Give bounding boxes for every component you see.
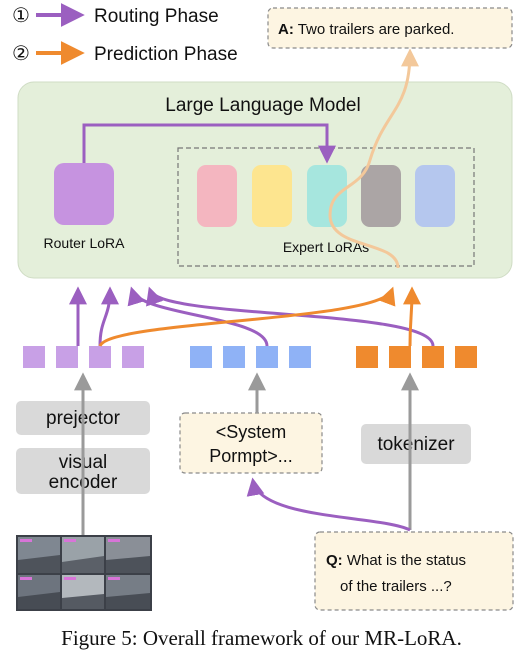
question-line2: of the trailers ...? bbox=[340, 578, 452, 595]
prediction-output-path bbox=[328, 48, 419, 269]
text-token bbox=[356, 346, 378, 368]
system-prompt-box: <System Pormpt>... bbox=[179, 412, 323, 474]
visual-token bbox=[23, 346, 45, 368]
text-tokens bbox=[356, 346, 477, 368]
text-token bbox=[455, 346, 477, 368]
answer-box: A: Two trailers are parked. bbox=[267, 7, 513, 49]
expert-blocks bbox=[197, 165, 455, 227]
visual-token bbox=[56, 346, 78, 368]
system-prompt-line2: Pormpt>... bbox=[209, 446, 293, 466]
system-token bbox=[289, 346, 311, 368]
tokenizer-box: tokenizer bbox=[361, 424, 471, 464]
svg-text:A: Two trailers are parked.: A: Two trailers are parked. bbox=[278, 21, 454, 38]
svg-text:Q: What is the status: Q: What is the status bbox=[326, 552, 466, 569]
token-to-llm-arrows bbox=[69, 286, 435, 347]
visual-to-expert-arrow bbox=[98, 286, 396, 347]
tokenizer-label: tokenizer bbox=[377, 434, 455, 455]
system-tokens bbox=[190, 346, 311, 368]
framework-diagram: ① Routing Phase ② Prediction Phase A: Tw… bbox=[12, 3, 514, 611]
answer-prefix: A: bbox=[278, 21, 294, 38]
router-lora bbox=[54, 163, 114, 225]
system-token bbox=[190, 346, 212, 368]
system-token bbox=[223, 346, 245, 368]
question-to-system-prompt-arrow bbox=[246, 477, 411, 532]
question-box: Q: What is the status of the trailers ..… bbox=[314, 531, 514, 611]
visual-token bbox=[89, 346, 111, 368]
expert-lora-4 bbox=[361, 165, 401, 227]
legend: ① Routing Phase ② Prediction Phase bbox=[12, 3, 238, 65]
question-line1: What is the status bbox=[343, 552, 466, 569]
router-label: Router LoRA bbox=[44, 235, 126, 251]
router-to-expert-arrow bbox=[82, 123, 336, 164]
system-token bbox=[256, 346, 278, 368]
multi-view-image bbox=[16, 535, 152, 611]
legend-routing-label: Routing Phase bbox=[94, 6, 219, 27]
system-prompt-line1: <System bbox=[216, 422, 287, 442]
figure-caption: Figure 5: Overall framework of our MR-Lo… bbox=[61, 626, 462, 650]
visual-to-router-arrow-2 bbox=[98, 286, 119, 347]
legend-prediction-label: Prediction Phase bbox=[94, 44, 238, 65]
answer-text: Two trailers are parked. bbox=[294, 21, 455, 38]
visual-tokens bbox=[23, 346, 144, 368]
text-to-expert-arrow bbox=[402, 286, 421, 347]
legend-prediction-number: ② bbox=[12, 43, 30, 65]
pipeline-arrows bbox=[74, 372, 419, 535]
text-to-router-arrow bbox=[146, 286, 435, 347]
text-token bbox=[422, 346, 444, 368]
expert-lora-5 bbox=[415, 165, 455, 227]
visual-token bbox=[122, 346, 144, 368]
system-to-router-arrow bbox=[127, 286, 269, 347]
question-prefix: Q: bbox=[326, 552, 343, 569]
expert-lora-3 bbox=[307, 165, 347, 227]
expert-lora-1 bbox=[197, 165, 237, 227]
text-token bbox=[389, 346, 411, 368]
legend-routing-number: ① bbox=[12, 5, 30, 27]
expert-lora-2 bbox=[252, 165, 292, 227]
llm-title: Large Language Model bbox=[165, 95, 360, 116]
experts-label: Expert LoRAs bbox=[283, 239, 369, 255]
